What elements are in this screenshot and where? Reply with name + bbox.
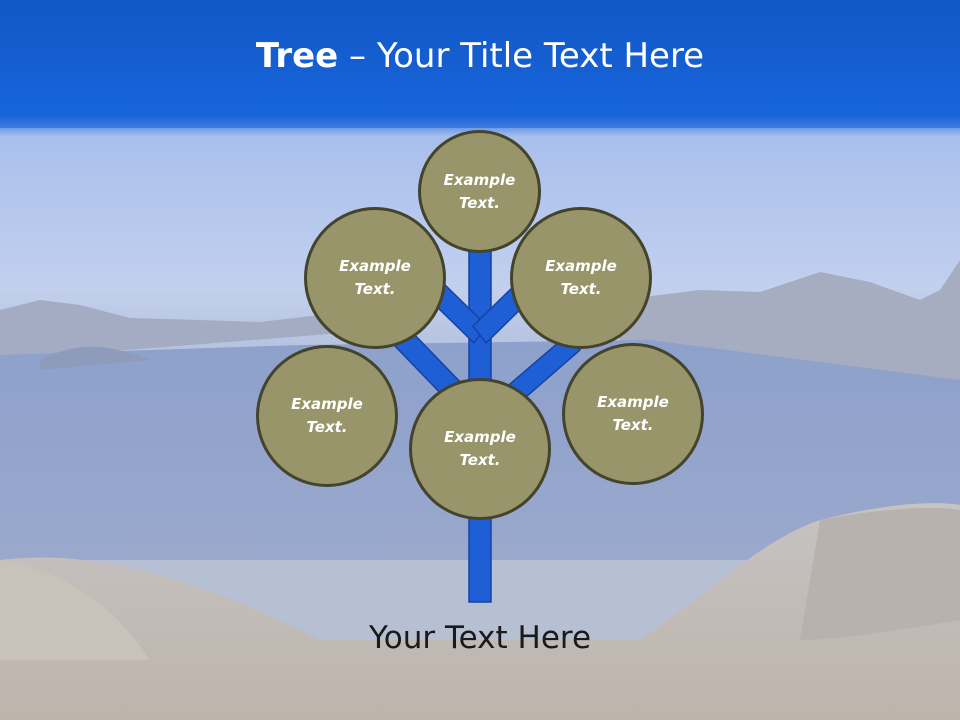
- tree-node-lower-right: Example Text.: [562, 343, 704, 485]
- slide-title: Tree – Your Title Text Here: [256, 36, 704, 76]
- tree-node-upper-right: Example Text.: [510, 207, 652, 349]
- title-bold: Tree: [255, 36, 339, 76]
- tree-node-label: Example Text.: [291, 395, 363, 436]
- tree-node-label: Example Text.: [444, 428, 516, 469]
- title-rest: – Your Title Text Here: [338, 36, 705, 76]
- tree-node-upper-left: Example Text.: [304, 207, 446, 349]
- title-bar: Tree – Your Title Text Here: [0, 0, 960, 130]
- tree-node-label: Example Text.: [597, 393, 669, 434]
- tree-node-top: Example Text.: [418, 130, 541, 253]
- tree-node-center: Example Text.: [409, 378, 551, 520]
- tree-node-lower-left: Example Text.: [256, 345, 398, 487]
- tree-node-label: Example Text.: [545, 257, 617, 298]
- tree-node-label: Example Text.: [443, 170, 516, 212]
- tree-node-label: Example Text.: [339, 257, 411, 298]
- slide-caption: Your Text Here: [368, 620, 592, 656]
